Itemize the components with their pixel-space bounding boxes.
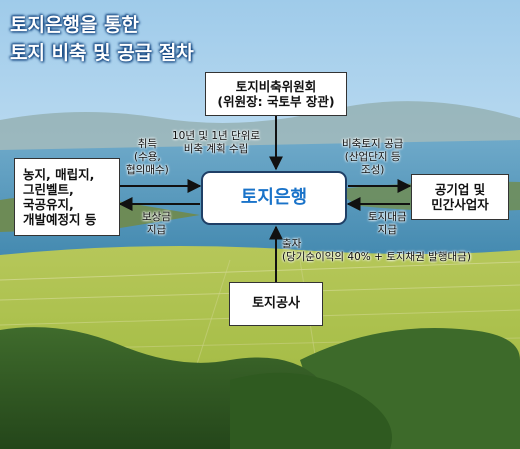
committee-box: 토지비축위원회 (위원장: 국토부 장관)	[205, 72, 347, 116]
acquire-label: 취득 (수용, 협의매수)	[126, 138, 169, 177]
buyers-line2: 민간사업자	[431, 197, 489, 212]
fund-label: 출자 (당기순이익의 40% + 토지채권 발행대금)	[282, 238, 471, 264]
land-sources-box: 농지, 매립지, 그린벨트, 국공유지, 개발예정지 등	[14, 158, 120, 236]
diagram-title-line2: 토지 비축 및 공급 절차	[10, 42, 194, 64]
land-sources-line2: 그린벨트,	[23, 182, 74, 197]
buyers-box: 공기업 및 민간사업자	[411, 174, 509, 220]
committee-name: 토지비축위원회	[235, 79, 317, 94]
land-bank-label: 토지은행	[240, 187, 308, 209]
plan-label: 10년 및 1년 단위로 비축 계획 수립	[172, 130, 261, 156]
compensation-label: 보상금 지급	[142, 211, 171, 237]
buyers-line1: 공기업 및	[434, 182, 486, 197]
land-sources-line3: 국공유지,	[23, 197, 74, 212]
land-bank-box: 토지은행	[201, 171, 347, 225]
committee-chair: (위원장: 국토부 장관)	[217, 94, 335, 109]
land-sources-line4: 개발예정지 등	[23, 212, 97, 227]
payment-label: 토지대금 지급	[368, 211, 407, 237]
land-corporation-label: 토지공사	[252, 296, 300, 312]
diagram-title-line1: 토지은행을 통한	[10, 14, 139, 36]
land-sources-line1: 농지, 매립지,	[23, 167, 95, 182]
supply-label: 비축토지 공급 (산업단지 등 조성)	[342, 138, 404, 177]
land-corporation-box: 토지공사	[229, 282, 323, 326]
